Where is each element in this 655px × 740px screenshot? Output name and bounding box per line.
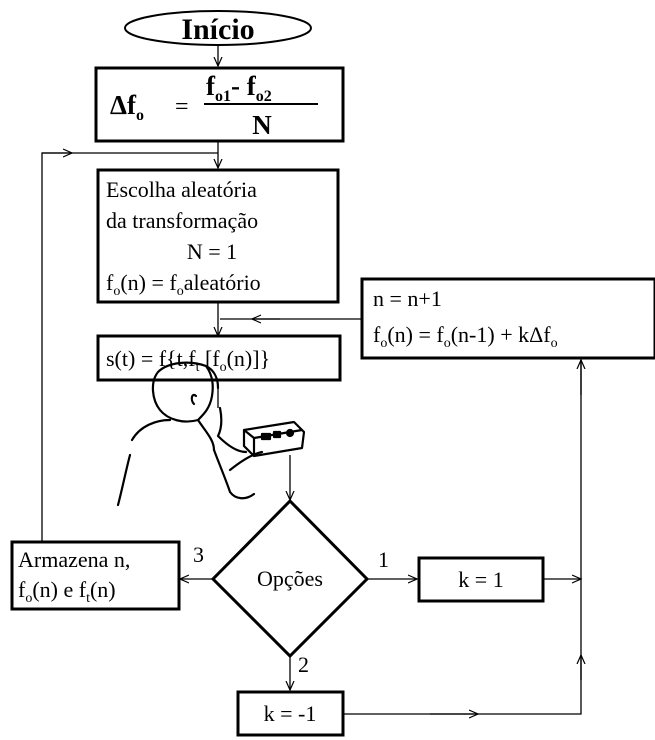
decision-shape	[210, 498, 370, 659]
update-line1: n = n+1	[373, 286, 442, 311]
k-negative-box: k = -1	[236, 690, 345, 737]
branch-label-3: 3	[193, 542, 204, 567]
choice-line1: Escolha aleatória	[106, 177, 257, 202]
choice-box: Escolha aleatória da transformação N = 1…	[96, 168, 340, 304]
branch-label-2: 2	[298, 652, 309, 677]
store-line1: Armazena n,	[18, 547, 130, 572]
delta-numerator: fo1- fo2	[206, 71, 272, 105]
person-body	[116, 418, 256, 507]
update-box: n = n+1 fo(n) = fo(n-1) + kΔfo	[360, 277, 655, 360]
delta-lhs: Δfo	[110, 90, 144, 124]
line-kneg-to-right	[343, 359, 582, 715]
k-negative-label: k = -1	[264, 701, 317, 726]
k-positive-rect	[417, 556, 545, 603]
choice-line4: fo(n) = foaleatório	[106, 270, 261, 299]
start-terminal: Início	[124, 10, 312, 46]
person-device-button2	[272, 430, 282, 439]
delta-equals: =	[175, 94, 189, 120]
k-negative-rect	[236, 690, 345, 737]
start-label: Início	[181, 13, 254, 46]
update-rect	[360, 277, 655, 360]
person-head	[151, 361, 220, 452]
delta-denominator: N	[252, 110, 272, 140]
signal-box: s(t) = f{t,ft [fo(n)]}	[96, 334, 342, 382]
store-line2: fo(n) e ft(n)	[18, 577, 116, 606]
k-positive-box: k = 1	[417, 556, 545, 603]
choice-line2: da transformação	[106, 208, 258, 233]
signal-rect	[96, 334, 342, 382]
person-device-button	[260, 432, 272, 441]
person-ear	[190, 393, 198, 406]
person-arm	[216, 406, 264, 472]
k-positive-label: k = 1	[458, 567, 503, 592]
store-box: Armazena n, fo(n) e ft(n)	[10, 540, 181, 611]
decision-diamond: Opções 1 2 3	[193, 498, 389, 677]
person-device-knob	[285, 428, 295, 438]
start-ellipse	[124, 10, 312, 46]
branch-label-1: 1	[378, 547, 389, 572]
update-line2: fo(n) = fo(n-1) + kΔfo	[373, 322, 558, 351]
choice-line3: N = 1	[187, 239, 237, 264]
delta-box: Δfo = fo1- fo2 N	[94, 66, 345, 143]
decision-label: Opções	[257, 566, 323, 591]
store-rect	[10, 540, 181, 611]
signal-formula: s(t) = f{t,ft [fo(n)]}	[106, 346, 270, 375]
choice-rect	[96, 168, 340, 304]
person-device	[242, 420, 306, 458]
person-illustration	[116, 361, 306, 507]
